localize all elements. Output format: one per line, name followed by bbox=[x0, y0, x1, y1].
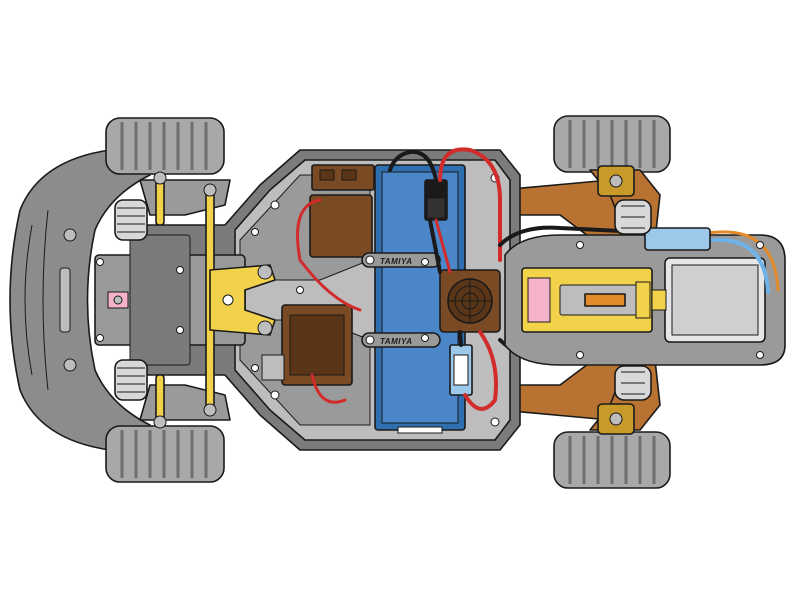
motor-connector bbox=[449, 344, 473, 396]
front-suspension bbox=[94, 171, 246, 429]
battery-pack bbox=[374, 164, 466, 434]
tamiya-logo-lower: TAMIYA bbox=[380, 337, 412, 346]
esc bbox=[439, 269, 501, 333]
rear-shock-left bbox=[614, 199, 652, 235]
rear-hub-left bbox=[597, 165, 635, 197]
receiver bbox=[309, 164, 375, 258]
tire-front-left bbox=[105, 117, 225, 175]
tamiya-logo-upper: TAMIYA bbox=[380, 257, 412, 266]
rear-shock-right bbox=[614, 365, 652, 401]
tire-rear-left bbox=[553, 115, 671, 173]
servo bbox=[261, 304, 353, 386]
steering-bellcrank bbox=[209, 264, 276, 336]
battery-strap-lower: TAMIYA bbox=[361, 332, 441, 348]
screws bbox=[96, 228, 764, 372]
esc-fan-icon bbox=[447, 278, 493, 324]
motor-icon bbox=[651, 257, 766, 343]
battery-connector bbox=[424, 179, 448, 221]
battery-strap-upper: TAMIYA bbox=[361, 252, 441, 268]
front-shock-left bbox=[114, 199, 148, 241]
tire-rear-right bbox=[553, 431, 671, 489]
rear-hub-right bbox=[597, 403, 635, 435]
tire-front-right bbox=[105, 425, 225, 483]
front-shock-right bbox=[114, 359, 148, 401]
